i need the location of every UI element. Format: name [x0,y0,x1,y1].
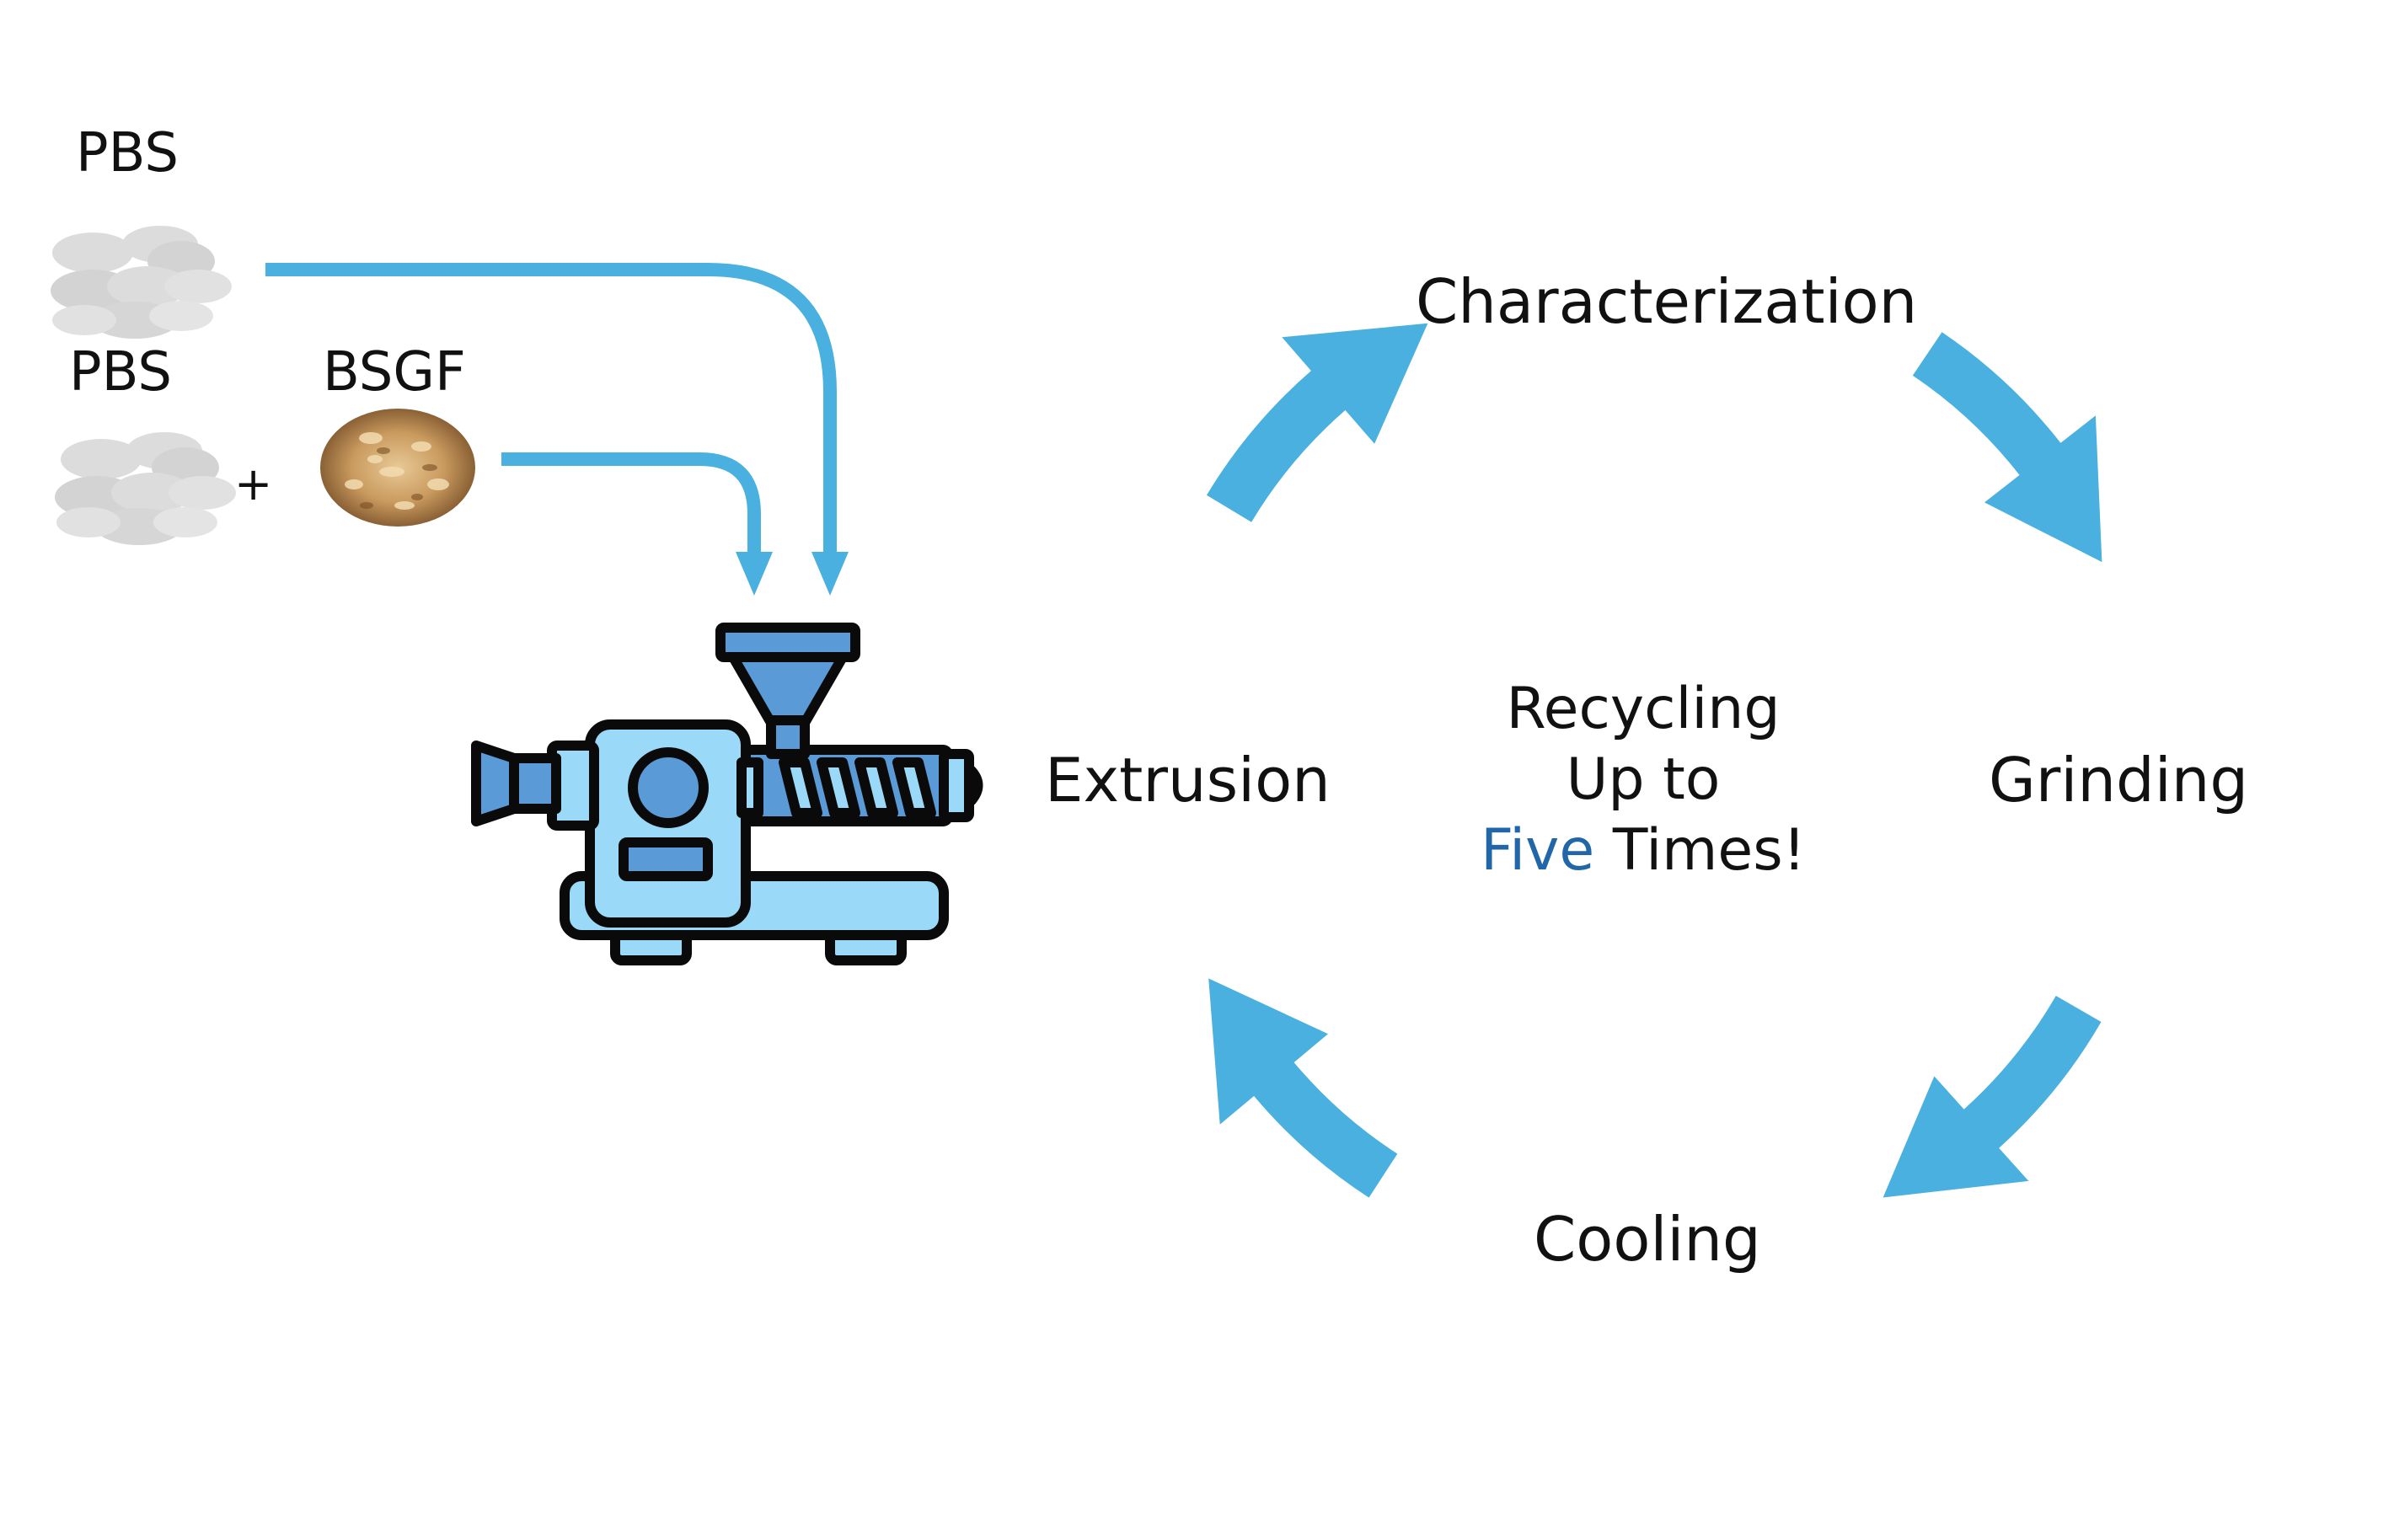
feed-arrow-pbs [265,263,837,556]
step-cooling-label: Cooling [1534,1204,1761,1275]
pellets-icon-bottom [55,432,236,545]
step-grinding-label: Grinding [1989,745,2249,815]
center-line-3-rest: Times! [1594,817,1806,884]
plus-sign: + [234,457,273,511]
cycle-arrow-grinding-to-characterization [1912,332,2102,563]
feed-arrows [265,263,849,596]
bsgf-label: BSGF [323,341,466,404]
feed-arrow-pbs-head [811,552,849,596]
extruder-icon [471,623,983,965]
cycle-arrow-characterization-to-extrusion [1207,323,1428,522]
center-highlight-five: Five [1481,817,1595,884]
pellets-icon-top [51,226,232,339]
grain-fiber-icon [320,409,475,527]
pbs-bottom-label: PBS [69,341,172,404]
step-extrusion-label: Extrusion [1045,745,1331,815]
cycle-arrow-extrusion-to-cooling [1208,978,1398,1198]
step-characterization-label: Characterization [1416,266,1918,337]
recycling-center-text: Recycling Up to Five Times! [1475,674,1812,886]
cycle-arrows [1207,323,2102,1198]
feed-arrow-bsgf [501,452,761,556]
center-line-2: Up to [1566,746,1721,813]
cycle-arrow-cooling-to-grinding [1883,996,2102,1198]
center-line-1: Recycling [1506,676,1781,742]
feed-arrow-bsgf-head [736,552,773,596]
pbs-top-label: PBS [76,122,179,184]
center-line-3: Five Times! [1475,815,1812,886]
